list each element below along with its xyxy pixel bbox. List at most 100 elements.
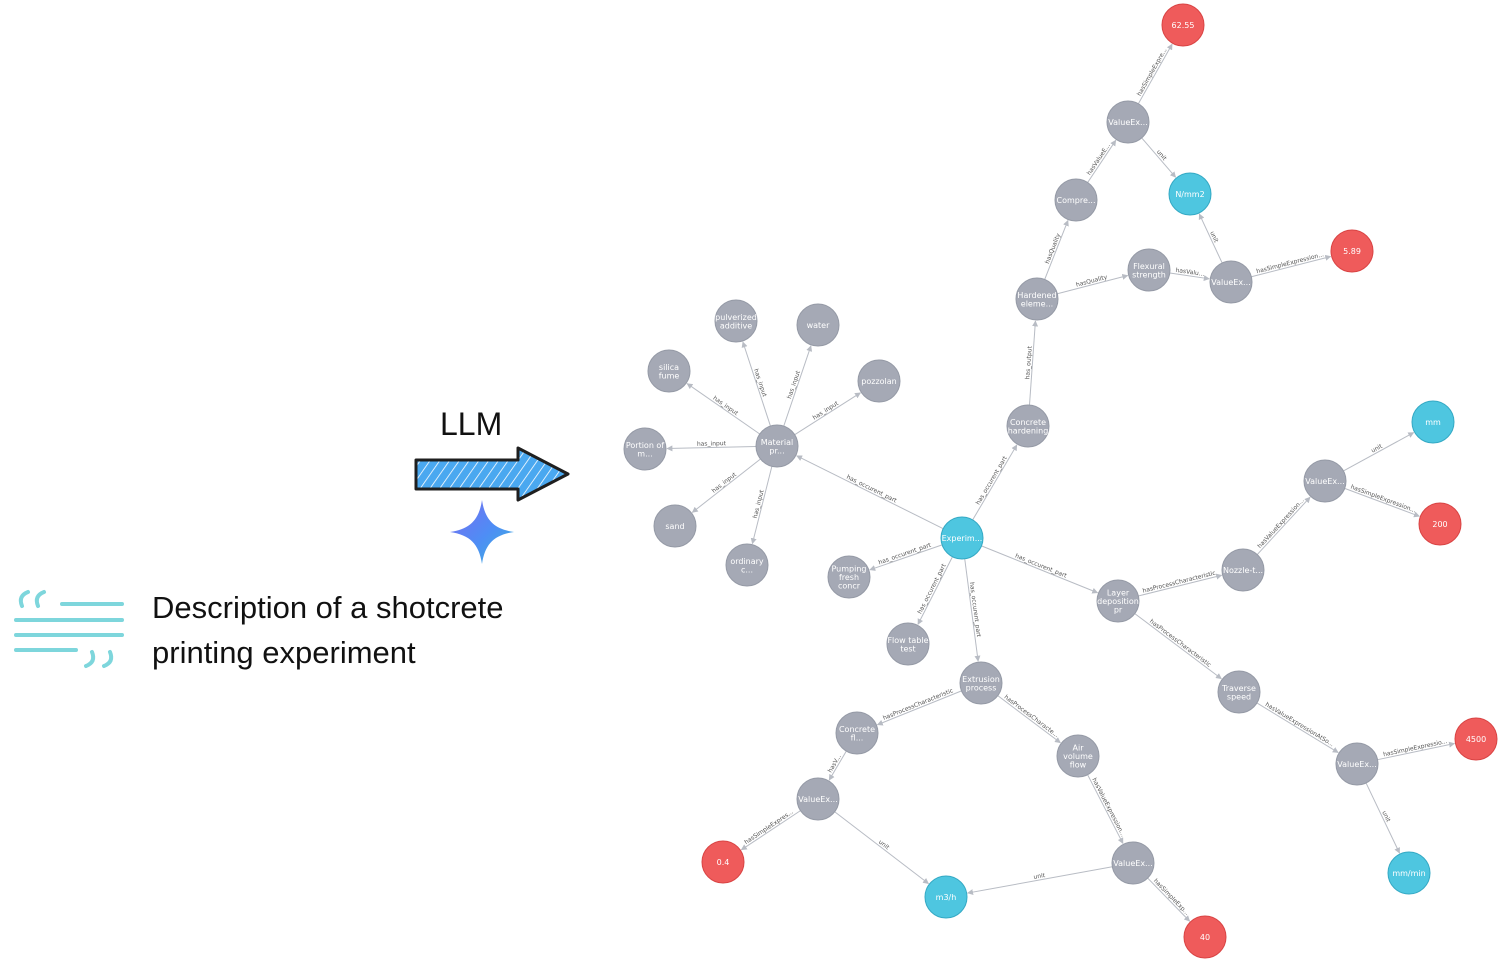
graph-node-nmm2[interactable]: N/mm2 <box>1168 172 1212 216</box>
node-label: speed <box>1227 692 1251 701</box>
node-label: deposition <box>1097 597 1139 606</box>
graph-edge-experim-concreteh: has_occurent_part <box>972 444 1018 521</box>
graph-node-hardened[interactable]: Hardenedeleme... <box>1015 277 1059 321</box>
graph-node-mmmin[interactable]: mm/min <box>1387 851 1431 895</box>
node-circle <box>1330 229 1374 273</box>
graph-node-v04[interactable]: 0.4 <box>701 840 745 884</box>
node-label: additive <box>720 321 752 330</box>
graph-edge-valueex_f-v589: hasSimpleExpression... <box>1251 251 1332 278</box>
graph-edge-traverse-valueex_t: hasValueExpressionAtSo... <box>1256 701 1339 753</box>
edge-line <box>1138 573 1223 597</box>
edge-label: hasQuality <box>1075 274 1108 289</box>
graph-edge-experim-extrusion: has_occurent_part <box>964 558 982 662</box>
graph-edge-flexural-valueex_f: hasValu... <box>1169 267 1210 282</box>
node-label: Nozzle-t... <box>1223 566 1263 575</box>
edge-label: unit <box>1208 230 1220 244</box>
node-circle <box>1096 579 1140 623</box>
graph-edge-hardened-flexural: hasQuality <box>1057 274 1129 295</box>
graph-node-valueex_av[interactable]: ValueEx... <box>1111 841 1155 885</box>
node-circle <box>1209 260 1253 304</box>
node-circle <box>886 622 930 666</box>
graph-node-valueex_n[interactable]: ValueEx... <box>1303 459 1347 503</box>
graph-node-concretefl[interactable]: Concretefl... <box>835 711 879 755</box>
graph-node-ordinary[interactable]: ordinaryc... <box>725 543 769 587</box>
edge-label: hasValueE... <box>1086 142 1112 176</box>
node-circle <box>835 711 879 755</box>
edge-line <box>967 866 1113 896</box>
node-circle <box>1054 178 1098 222</box>
node-label: fresh <box>839 573 859 582</box>
edge-line <box>794 392 861 436</box>
node-label: Air <box>1073 744 1085 753</box>
graph-node-valueex_t[interactable]: ValueEx... <box>1335 742 1379 786</box>
node-circle <box>827 555 871 599</box>
edge-label: hasSimpleExpression... <box>1256 251 1325 275</box>
edge-label: hasValueExpression... <box>1256 497 1306 550</box>
node-label: 62.55 <box>1172 21 1195 30</box>
graph-edge-valueex_f-nmm2: unit <box>1198 213 1223 264</box>
graph-node-v589[interactable]: 5.89 <box>1330 229 1374 273</box>
edge-line <box>1134 613 1222 680</box>
edge-label: has_occurent_part <box>916 562 948 615</box>
graph-edge-experim-pumping: has_occurent_part <box>869 542 943 571</box>
graph-edge-valueex_av-m3h: unit <box>967 866 1113 896</box>
graph-node-material[interactable]: Materialpr... <box>755 424 799 468</box>
node-circle <box>653 504 697 548</box>
graph-node-v4500[interactable]: 4500 <box>1454 717 1498 761</box>
edge-label: has_output <box>1024 345 1033 379</box>
edge-line <box>1141 137 1177 178</box>
graph-node-compre[interactable]: Compre... <box>1054 178 1098 222</box>
edge-label: hasProcessCharacte... <box>1003 694 1060 739</box>
node-circle <box>1127 248 1171 292</box>
graph-node-mm[interactable]: mm <box>1411 400 1455 444</box>
node-circle <box>1335 742 1379 786</box>
graph-edge-material-pulverized: has_input <box>741 341 771 427</box>
graph-node-valueex_f[interactable]: ValueEx... <box>1209 260 1253 304</box>
edge-line <box>997 695 1061 744</box>
graph-node-v40[interactable]: 40 <box>1183 915 1227 959</box>
graph-node-experim[interactable]: Experim... <box>940 516 984 560</box>
node-label: Concrete <box>839 725 875 734</box>
edge-line <box>1344 487 1420 518</box>
edge-label: hasSimpleExpre... <box>1136 47 1169 98</box>
node-label: Pumping <box>832 565 867 574</box>
edge-label: has_input <box>752 368 768 398</box>
edge-line <box>783 345 813 427</box>
node-circle <box>1183 915 1227 959</box>
edge-label: has_occurent_part <box>845 474 898 505</box>
graph-node-m3h[interactable]: m3/h <box>924 875 968 919</box>
node-circle <box>1056 734 1100 778</box>
graph-node-portion[interactable]: Portion ofm... <box>623 427 667 471</box>
edge-label: unit <box>1380 810 1392 824</box>
node-label: 0.4 <box>717 858 730 867</box>
node-label: m3/h <box>936 893 957 902</box>
edge-line <box>1365 782 1400 854</box>
graph-node-pozzolan[interactable]: pozzolan <box>857 359 901 403</box>
edge-line <box>686 383 761 435</box>
edge-label: hasSimpleExpres... <box>743 809 795 846</box>
graph-node-v200[interactable]: 200 <box>1418 502 1462 546</box>
edge-label: hasValueExpression... <box>1090 777 1126 838</box>
graph-node-valueex_c[interactable]: ValueEx... <box>1106 100 1150 144</box>
description-text: Description of a shotcrete printing expe… <box>152 585 504 675</box>
graph-node-v6255[interactable]: 62.55 <box>1161 3 1205 47</box>
node-label: 40 <box>1200 933 1210 942</box>
graph-node-nozzle[interactable]: Nozzle-t... <box>1221 548 1265 592</box>
graph-node-valueex_cf[interactable]: ValueEx... <box>796 777 840 821</box>
graph-node-sand[interactable]: sand <box>653 504 697 548</box>
node-circle <box>1221 548 1265 592</box>
node-label: flow <box>1070 761 1087 770</box>
node-circle <box>796 303 840 347</box>
graph-edge-valueex_cf-v04: hasSimpleExpres... <box>740 809 801 851</box>
graph-node-water[interactable]: water <box>796 303 840 347</box>
